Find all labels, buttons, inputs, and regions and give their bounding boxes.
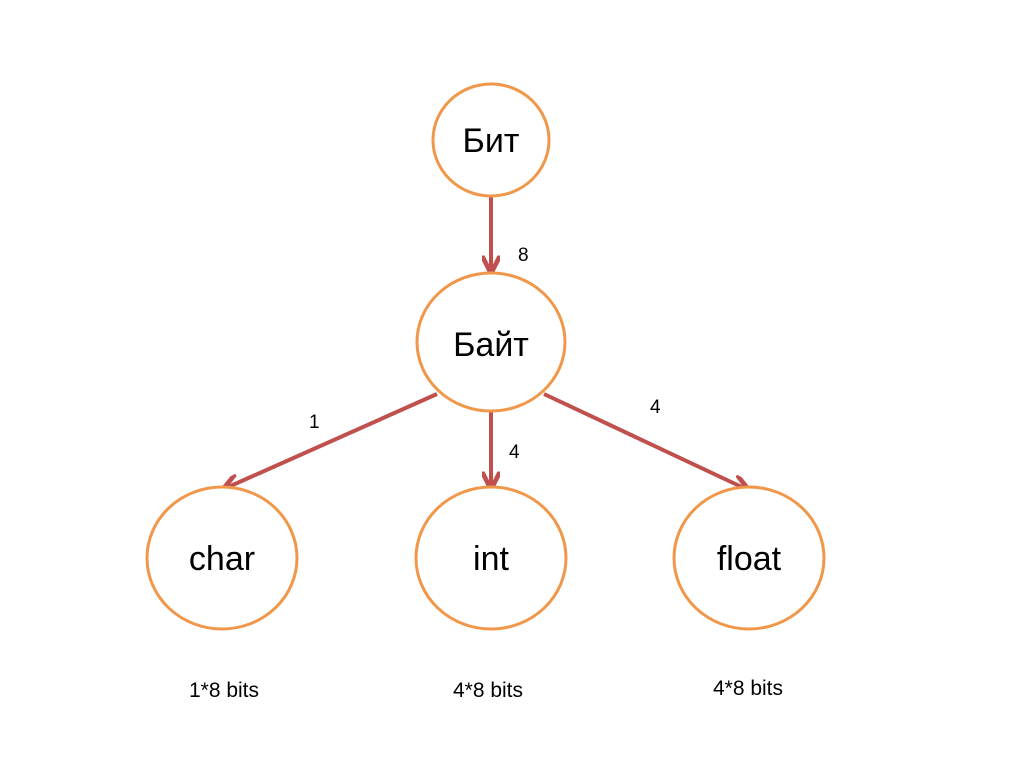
edge-label-bit-byte: 8 [518, 245, 529, 266]
size-label-char: 1*8 bits [189, 679, 259, 702]
node-bit-label: Бит [463, 122, 520, 160]
edge-label-byte-float: 4 [650, 397, 661, 418]
node-byte-label: Байт [453, 326, 529, 364]
size-label-float: 4*8 bits [713, 677, 783, 700]
node-bit-circle [431, 82, 551, 198]
arrow-byte-float [543, 392, 746, 489]
arrow-byte-char [226, 392, 438, 488]
node-bit: Бит [431, 82, 551, 198]
node-char-circle [145, 485, 299, 631]
node-byte: Байт [415, 271, 567, 413]
size-label-int: 4*8 bits [453, 679, 523, 702]
node-float-circle [672, 485, 826, 631]
edge-bit-to-byte: 8 [491, 197, 529, 270]
node-int-label: int [473, 540, 509, 578]
node-float-label: float [717, 540, 782, 578]
edge-byte-to-char: 1 [226, 392, 438, 488]
node-byte-circle [415, 271, 567, 413]
node-char: char [145, 485, 299, 631]
node-char-label: char [189, 540, 255, 578]
edge-byte-to-int: 4 [491, 412, 520, 486]
node-int-circle [414, 485, 568, 631]
edge-label-byte-char: 1 [309, 412, 320, 433]
edge-byte-to-float: 4 [543, 392, 746, 489]
node-int: int [414, 485, 568, 631]
node-float: float [672, 485, 826, 631]
edge-label-byte-int: 4 [509, 442, 520, 463]
